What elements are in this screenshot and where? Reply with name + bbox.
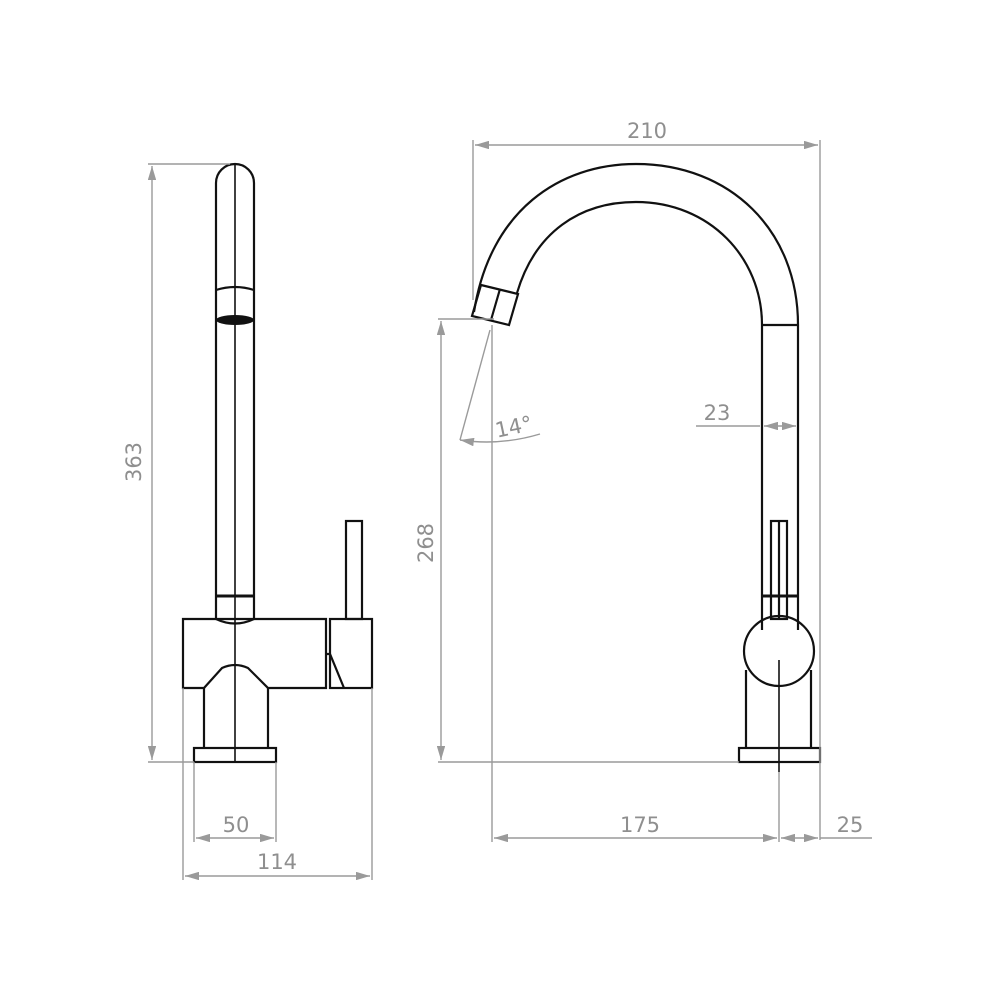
side-handle-joint (326, 652, 346, 689)
side-body (181, 617, 328, 690)
side-view: 363 50 114 (122, 162, 374, 881)
dim-base-width-50: 50 (223, 813, 250, 837)
front-stem (744, 670, 813, 748)
side-aerator-mesh (216, 315, 254, 325)
dim-height-363: 363 (122, 442, 146, 482)
front-spout-tip (470, 283, 520, 327)
side-base (192, 746, 278, 764)
side-lever (344, 519, 364, 621)
side-aerator-ring (215, 285, 255, 292)
front-gooseneck (472, 162, 800, 596)
dim-angle-14: 14° (493, 411, 534, 442)
dim-reach-210: 210 (627, 119, 667, 143)
front-view: 210 268 14° 23 175 25 (414, 119, 872, 843)
side-stem (202, 688, 270, 748)
dim-depth-114: 114 (257, 850, 297, 874)
dim-back-25: 25 (837, 813, 864, 837)
side-handle-block (328, 617, 374, 690)
dim-spout-center-175: 175 (620, 813, 660, 837)
dim-spout-height-268: 268 (414, 523, 438, 563)
dim-diameter-23: 23 (704, 401, 731, 425)
